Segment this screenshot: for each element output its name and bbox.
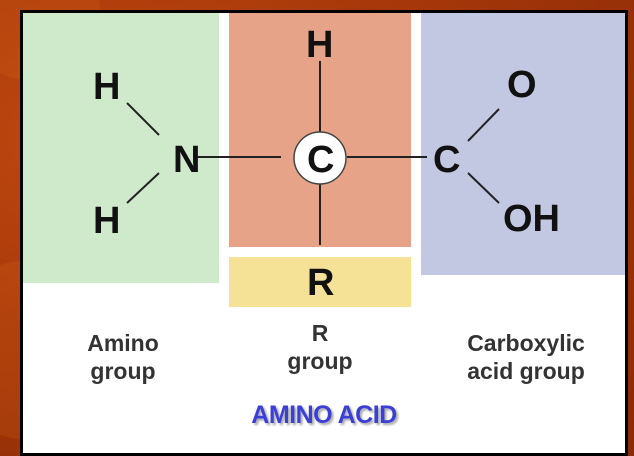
r-group-strip xyxy=(229,257,411,307)
carboxyl-group-label: Carboxylic acid group xyxy=(431,329,621,385)
atom-r: R xyxy=(307,262,334,304)
atom-center-h: H xyxy=(306,24,333,66)
amino-group-label: Amino group xyxy=(43,329,203,385)
bond-h-n-bottom xyxy=(126,172,160,204)
atom-carboxyl-c: C xyxy=(433,139,460,181)
atom-h-bottom: H xyxy=(93,200,120,242)
structural-formula: H N H H C R C O OH xyxy=(93,24,560,304)
diagram-title: AMINO ACID xyxy=(251,401,397,429)
bond-c-o xyxy=(467,108,500,142)
atom-oh: OH xyxy=(503,198,560,240)
atom-o: O xyxy=(507,64,537,106)
amino-acid-diagram: H N H H C R C O OH Amino group R group C… xyxy=(20,10,628,456)
amino-group-panel xyxy=(23,13,219,283)
carboxyl-label-line1: Carboxylic xyxy=(467,330,585,356)
carboxyl-label-line2: acid group xyxy=(467,358,585,384)
r-label-line1: R xyxy=(311,320,329,346)
bond-c-oh xyxy=(467,172,500,204)
r-group-label: R group xyxy=(243,319,397,375)
amino-label-line1: Amino xyxy=(87,330,159,356)
central-carbon-circle xyxy=(293,131,347,185)
atom-h-top: H xyxy=(93,66,120,108)
carboxyl-group-panel xyxy=(421,13,625,275)
atom-n: N xyxy=(173,139,200,181)
atom-center-c: C xyxy=(307,139,334,181)
bond-h-n-top xyxy=(126,102,160,136)
amino-label-line2: group xyxy=(90,358,156,384)
r-label-line2: group xyxy=(287,348,353,374)
